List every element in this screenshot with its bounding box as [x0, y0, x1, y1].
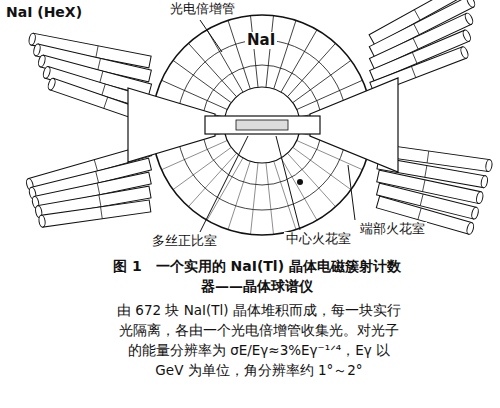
proportional-chamber	[236, 120, 288, 130]
part-label: 中心火花室	[284, 232, 353, 247]
central-chamber	[205, 116, 320, 134]
leader-line	[348, 165, 355, 220]
end-cone	[128, 88, 215, 162]
part-label: 多丝正比室	[150, 234, 219, 249]
part-label: 端部火花室	[358, 222, 427, 237]
detector-label: NaI (HeX)	[4, 4, 84, 20]
figure-caption: 图 1 一个实用的 NaI(Tl) 晶体电磁簇射计数器——晶体球谱仪	[112, 256, 402, 296]
photomultiplier-tube	[38, 200, 151, 227]
part-label: 光电倍增管	[168, 2, 237, 17]
leader-line	[200, 136, 248, 232]
part-label: NaI	[245, 32, 277, 49]
end-cone	[310, 78, 398, 172]
note-text: 由 672 块 NaI(Tl) 晶体堆积而成，每一块实行光隔离，各由一个光电倍增…	[112, 300, 406, 380]
leader-line	[276, 136, 300, 230]
leader-line	[200, 20, 222, 52]
